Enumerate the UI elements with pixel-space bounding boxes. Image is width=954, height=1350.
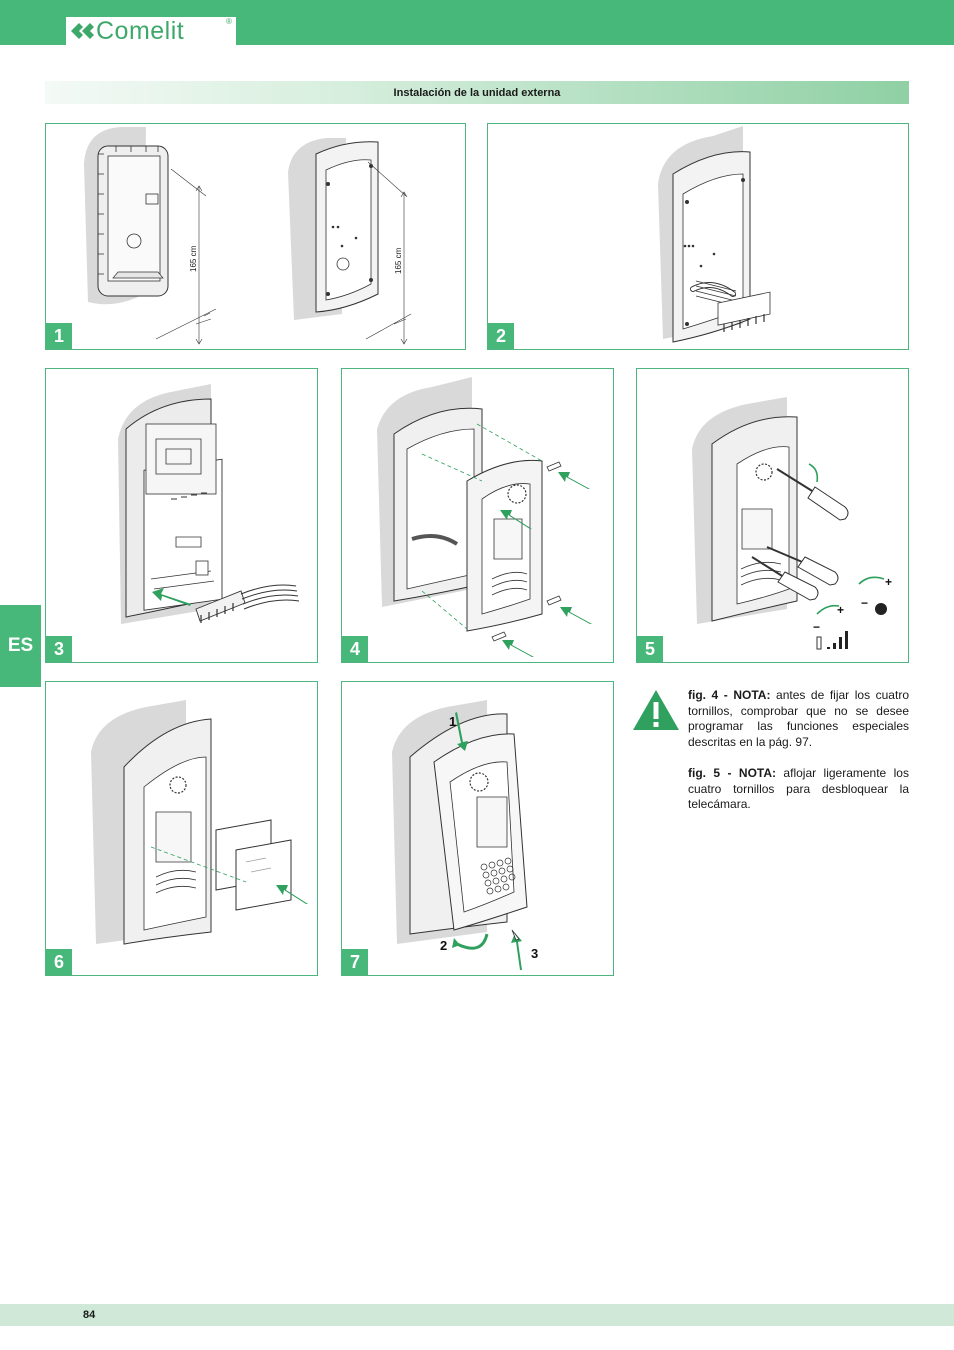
figure-6-illustration [91,700,308,945]
figure-2: 2 [487,123,909,350]
screwdriver-icon [776,468,849,521]
figure-3-number: 3 [46,636,72,662]
page-number: 84 [83,1309,96,1321]
figure-4-number: 4 [342,636,368,662]
figure-5: + − + − 5 [636,368,909,663]
figure-7-number: 7 [342,949,368,975]
note-fig-5-label: fig. 5 - NOTA: [688,766,777,780]
svg-text:+: + [837,603,844,617]
language-tab: ES [0,605,41,687]
section-title: Instalación de la unidad externa [45,81,909,104]
figure-5-number: 5 [637,636,663,662]
notes: fig. 4 - NOTA: antes de fijar los cuatro… [688,688,909,829]
note-fig-4-label: fig. 4 - NOTA: [688,688,771,702]
figure-7: 1 2 3 7 [341,681,614,976]
screwdriver-icon [751,556,819,601]
note-fig-5-text: aflojar ligeramente los cuatro tornillos… [688,766,909,811]
footer-bar [0,1304,954,1326]
figure-1-number: 1 [46,323,72,349]
figure-2-illustration [658,126,771,343]
figure-3: 3 [45,368,318,663]
warning-icon [633,690,679,730]
svg-text:−: − [813,620,820,634]
figure-2-number: 2 [488,323,514,349]
figure-6-number: 6 [46,949,72,975]
figure-3-illustration [118,384,300,624]
figure-6: 6 [45,681,318,976]
figure-5-illustration: + − + − [692,397,892,650]
step-label-2: 2 [440,938,447,953]
screw-icon [546,595,562,606]
step-label-1: 1 [449,714,456,729]
dimension-right-label: 165 cm [394,247,403,274]
brand-logo: Comelit ® [66,17,236,45]
svg-text:+: + [885,575,892,589]
registered-mark: ® [226,17,232,26]
brand-name: Comelit [96,17,185,45]
figure-4-illustration [377,377,592,657]
figure-1-illustration: 165 cm 165 cm [84,127,412,345]
dimension-left-label: 165 cm [189,245,198,272]
figure-7-illustration: 1 2 3 [392,700,538,970]
comelit-logo-icon [71,23,94,39]
top-bar: Comelit ® [0,0,954,45]
note-fig-4: fig. 4 - NOTA: antes de fijar los cuatro… [688,688,909,750]
figure-4: 4 [341,368,614,663]
screwdriver-icon [766,546,839,586]
svg-text:−: − [861,596,868,610]
step-label-3: 3 [531,946,538,961]
screw-icon [546,461,562,472]
note-fig-4-text: antes de fijar los cuatro tornillos, com… [688,688,909,749]
arrow-icon [152,588,191,606]
screw-icon [491,631,507,642]
note-fig-5: fig. 5 - NOTA: aflojar ligeramente los c… [688,766,909,813]
figure-1: 165 cm 165 cm 1 [45,123,466,350]
